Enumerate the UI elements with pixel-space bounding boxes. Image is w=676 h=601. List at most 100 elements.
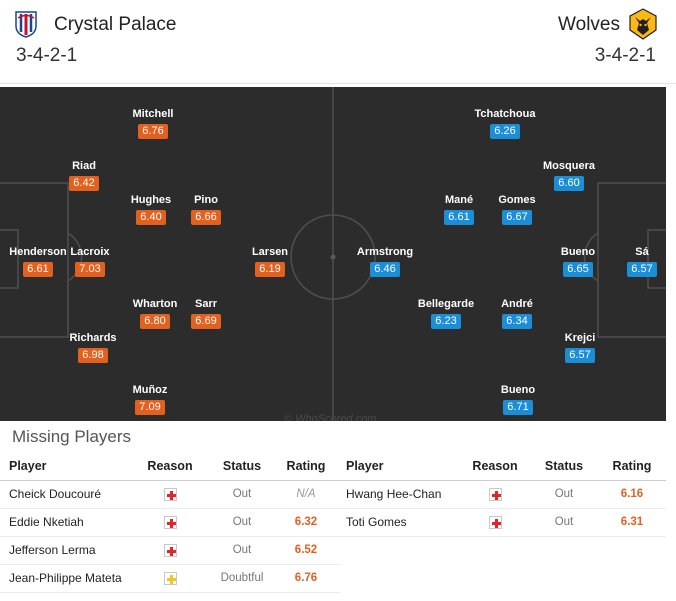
away-player-mosquera[interactable]: Mosquera 6.60: [514, 159, 624, 191]
missing-player-status: Out: [212, 536, 272, 565]
table-row: Toti Gomes Out 6.31: [340, 508, 666, 537]
player-name: Richards: [69, 332, 117, 344]
column-header-rating[interactable]: Rating: [598, 453, 666, 481]
player-name: Mosquera: [543, 160, 595, 172]
home-player-henderson[interactable]: Henderson 6.61: [0, 245, 93, 277]
player-name: Gomes: [498, 194, 536, 206]
home-player-richards[interactable]: Richards 6.98: [38, 331, 148, 363]
home-player-hughes[interactable]: Hughes 6.40: [96, 193, 206, 225]
injury-icon: [163, 516, 177, 530]
player-name: André: [501, 298, 533, 310]
away-player-sa[interactable]: Sá 6.57: [587, 245, 666, 277]
doubtful-icon: [163, 572, 177, 586]
missing-player-rating: 6.31: [598, 508, 666, 537]
away-player-bellegarde[interactable]: Bellegarde 6.23: [391, 297, 501, 329]
away-player-mane[interactable]: Mané 6.61: [404, 193, 514, 225]
missing-player-status: Out: [530, 480, 598, 509]
away-formation: 3-4-2-1: [594, 45, 656, 66]
column-header-reason[interactable]: Reason: [460, 453, 530, 481]
player-name: Mitchell: [132, 108, 174, 120]
player-rating: 6.19: [255, 262, 285, 277]
player-rating: 6.66: [191, 210, 221, 225]
missing-player-name[interactable]: Jefferson Lerma: [0, 536, 128, 565]
column-header-rating[interactable]: Rating: [272, 453, 340, 481]
missing-player-name[interactable]: Eddie Nketiah: [0, 508, 128, 537]
injury-icon: [163, 488, 177, 502]
pitch-markings: [0, 87, 666, 421]
player-rating: 6.61: [444, 210, 474, 225]
home-player-wharton[interactable]: Wharton 6.80: [100, 297, 210, 329]
table-row: Hwang Hee-Chan Out 6.16: [340, 480, 666, 509]
home-player-lacroix[interactable]: Lacroix 7.03: [35, 245, 145, 277]
player-rating: 6.69: [191, 314, 221, 329]
column-header-status[interactable]: Status: [530, 453, 598, 481]
missing-player-name[interactable]: Toti Gomes: [340, 508, 460, 537]
away-team-name[interactable]: Wolves: [558, 14, 620, 35]
player-rating: 6.26: [490, 124, 520, 139]
column-header-status[interactable]: Status: [212, 453, 272, 481]
player-name: Wharton: [132, 298, 178, 310]
player-rating: 6.57: [565, 348, 595, 363]
table-header-row: Player Reason Status Rating: [340, 453, 666, 481]
player-name: Larsen: [251, 246, 289, 258]
player-rating: 6.80: [140, 314, 170, 329]
home-player-riad[interactable]: Riad 6.42: [29, 159, 139, 191]
home-player-munoz[interactable]: Muñoz 7.09: [95, 383, 205, 415]
away-player-bueno-mid[interactable]: Bueno 6.71: [463, 383, 573, 415]
player-name: Bellegarde: [417, 298, 475, 310]
away-player-bueno-back[interactable]: Bueno 6.65: [523, 245, 633, 277]
table-header-row: Player Reason Status Rating: [0, 453, 340, 481]
player-rating: 6.71: [503, 400, 533, 415]
player-name: Mané: [444, 194, 474, 206]
crystal-palace-crest-icon: [15, 11, 37, 38]
missing-player-status: Out: [212, 480, 272, 509]
home-player-pino[interactable]: Pino 6.66: [151, 193, 261, 225]
player-rating: 6.46: [370, 262, 400, 277]
injury-icon: [163, 544, 177, 558]
table-row: Cheick Doucouré Out N/A: [0, 480, 340, 509]
player-rating: 6.67: [502, 210, 532, 225]
missing-player-rating: N/A: [272, 480, 340, 509]
home-team-name[interactable]: Crystal Palace: [54, 14, 177, 35]
home-missing-table: Player Reason Status Rating Cheick Douco…: [0, 453, 340, 593]
missing-player-status: Doubtful: [212, 564, 272, 593]
pitch: © WhoScored.com Henderson 6.61 Riad 6.42…: [0, 87, 666, 421]
player-name: Bueno: [500, 384, 536, 396]
missing-player-rating: 6.76: [272, 564, 340, 593]
home-player-larsen[interactable]: Larsen 6.19: [215, 245, 325, 277]
column-header-player[interactable]: Player: [340, 453, 460, 481]
player-name: Hughes: [130, 194, 172, 206]
missing-player-rating: 6.32: [272, 508, 340, 537]
match-header: Crystal Palace 3-4-2-1 Wolves 3-4-2-1: [0, 0, 676, 84]
away-missing-table: Player Reason Status Rating Hwang Hee-Ch…: [340, 453, 666, 537]
missing-player-name[interactable]: Jean-Philippe Mateta: [0, 564, 128, 593]
home-player-sarr[interactable]: Sarr 6.69: [151, 297, 261, 329]
column-header-player[interactable]: Player: [0, 453, 128, 481]
away-player-gomes[interactable]: Gomes 6.67: [462, 193, 572, 225]
watermark: © WhoScored.com: [284, 413, 377, 421]
player-name: Pino: [194, 194, 218, 206]
missing-player-name[interactable]: Cheick Doucouré: [0, 480, 128, 509]
player-rating: 6.60: [554, 176, 584, 191]
injury-icon: [488, 488, 502, 502]
home-player-mitchell[interactable]: Mitchell 6.76: [98, 107, 208, 139]
away-player-armstrong[interactable]: Armstrong 6.46: [330, 245, 440, 277]
player-name: Armstrong: [356, 246, 414, 258]
player-name: Riad: [72, 160, 96, 172]
column-header-reason[interactable]: Reason: [128, 453, 212, 481]
player-rating: 6.34: [502, 314, 532, 329]
away-player-tchatchoua[interactable]: Tchatchoua 6.26: [450, 107, 560, 139]
player-name: Muñoz: [132, 384, 168, 396]
missing-player-name[interactable]: Hwang Hee-Chan: [340, 480, 460, 509]
away-player-andre[interactable]: André 6.34: [462, 297, 572, 329]
away-player-krejci[interactable]: Krejci 6.57: [525, 331, 635, 363]
player-name: Henderson: [9, 246, 67, 258]
missing-player-rating: 6.52: [272, 536, 340, 565]
player-rating: 6.57: [627, 262, 657, 277]
wolves-crest-icon: [629, 8, 657, 40]
player-name: Tchatchoua: [474, 108, 536, 120]
player-rating: 6.40: [136, 210, 166, 225]
player-name: Krejci: [564, 332, 596, 344]
player-rating: 6.42: [69, 176, 99, 191]
player-name: Sarr: [194, 298, 218, 310]
